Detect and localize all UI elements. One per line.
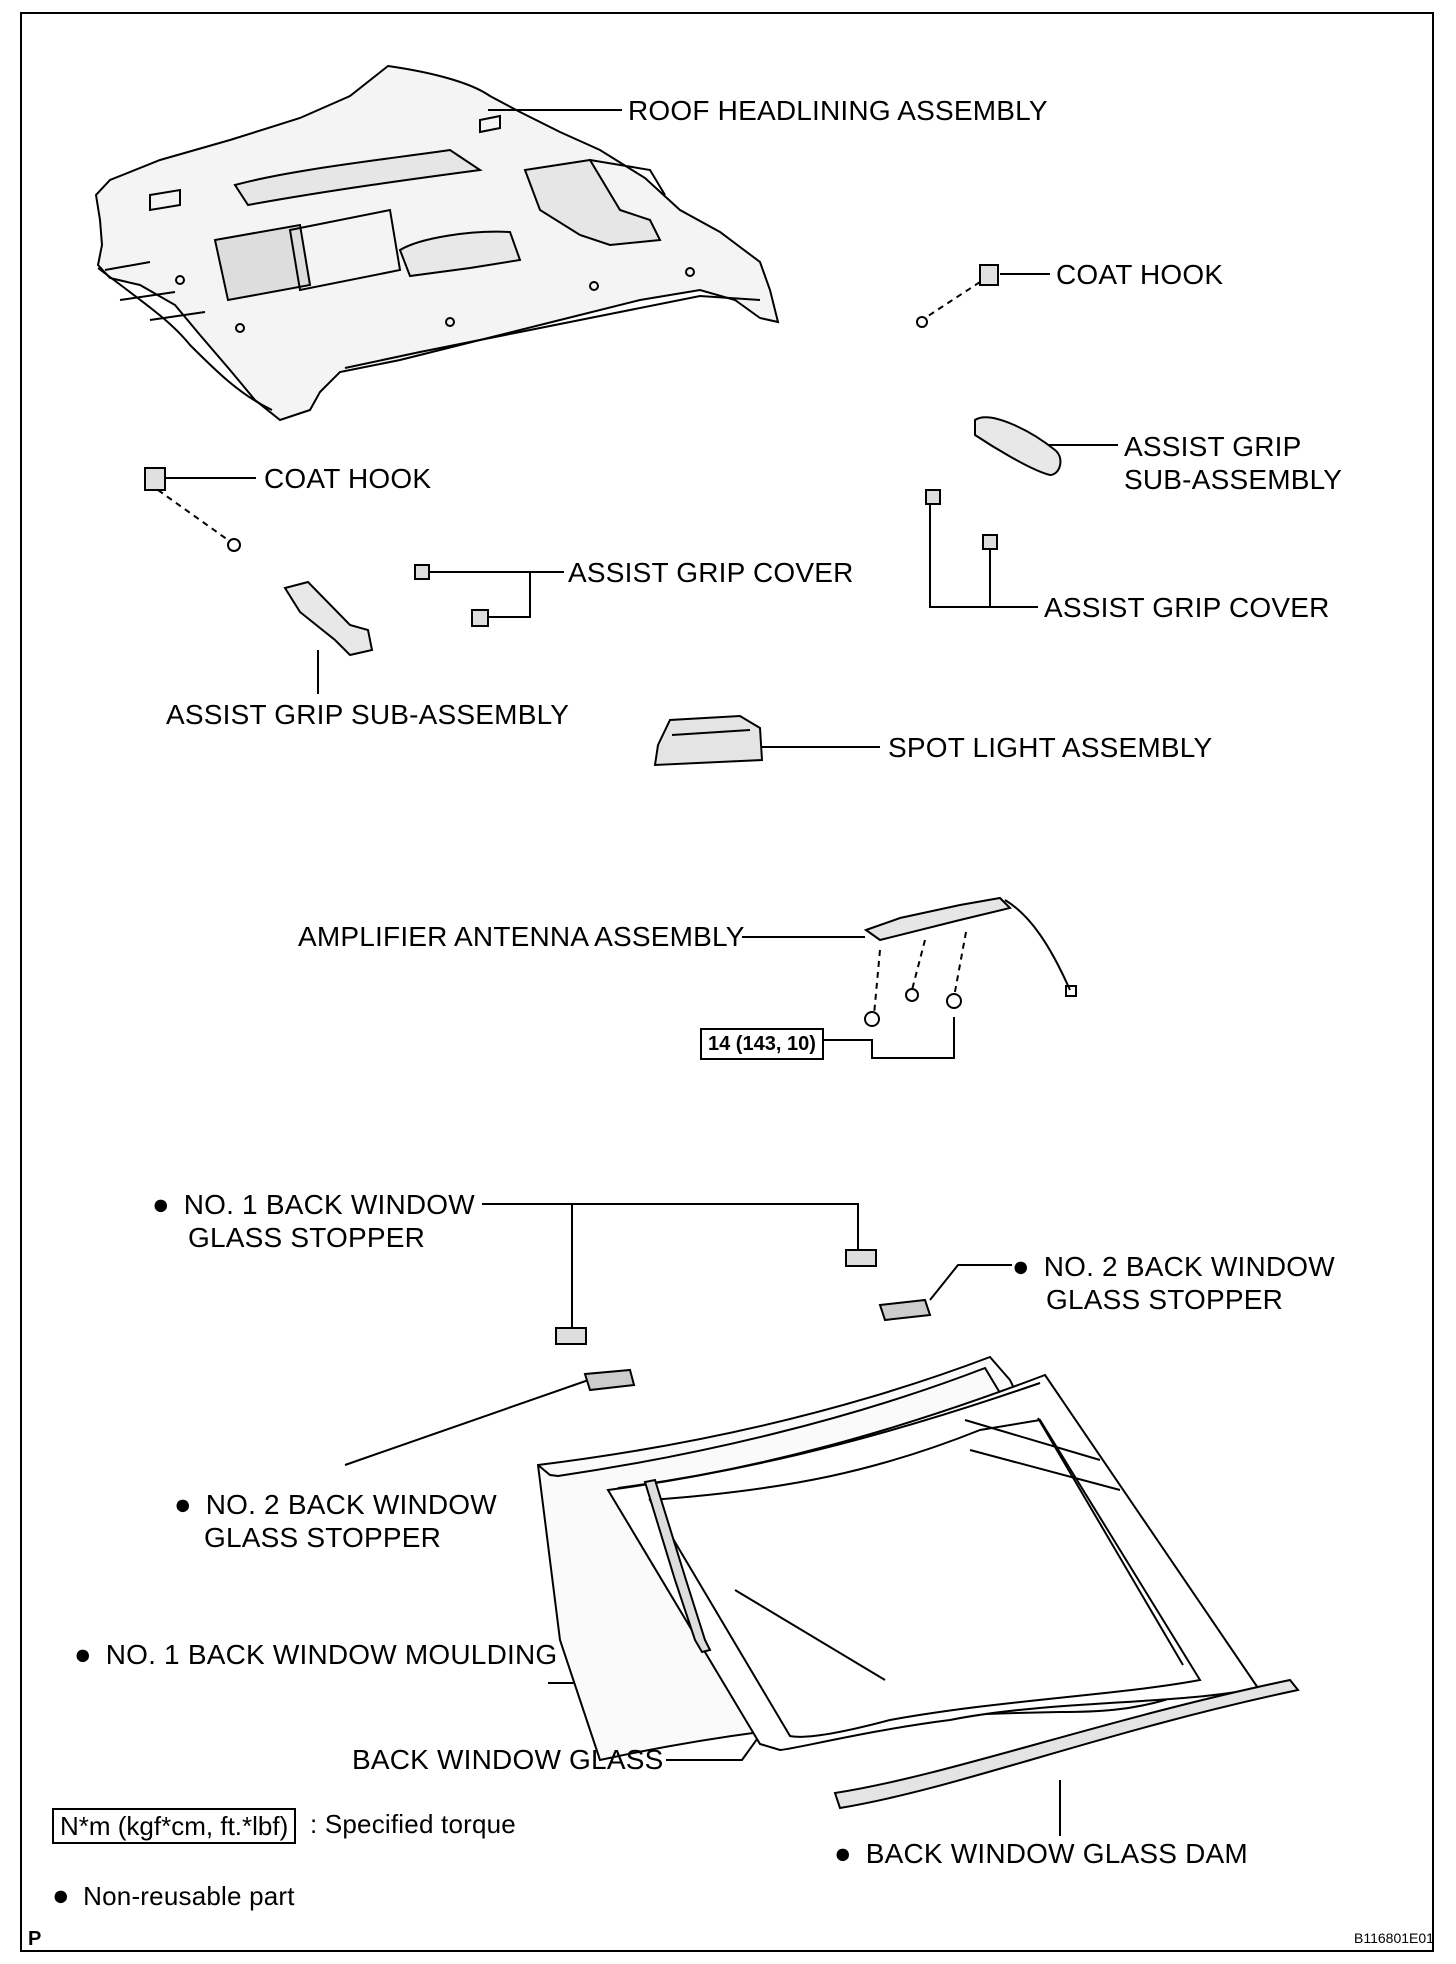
assist-grip-covers-drawing <box>414 489 998 627</box>
spot-light-drawing <box>653 714 764 767</box>
label-no2-stopper-right: NO. 2 BACK WINDOW <box>1012 1250 1335 1284</box>
label-assist-grip-cover-right: ASSIST GRIP COVER <box>1044 592 1330 623</box>
label-back-window-glass: BACK WINDOW GLASS <box>352 1744 664 1775</box>
label-coat-hook-left: COAT HOOK <box>264 463 432 494</box>
amplifier-antenna-drawing <box>863 896 1077 1027</box>
assist-grip-left-drawing <box>283 580 374 657</box>
label-no2-stopper-left-line1: NO. 2 BACK WINDOW <box>205 1489 497 1520</box>
label-assist-grip-sub-right-line2: SUB-ASSEMBLY <box>1124 464 1343 495</box>
diagram-frame <box>20 12 1434 1952</box>
label-no2-stopper-left-line2-wrap: GLASS STOPPER <box>204 1521 441 1554</box>
label-no1-stopper-line1: NO. 1 BACK WINDOW <box>183 1189 475 1220</box>
moulding-drawing <box>643 1478 712 1654</box>
label-assist-grip-sub-right-line1: ASSIST GRIP <box>1124 431 1302 462</box>
label-no2-stopper-right-line1: NO. 2 BACK WINDOW <box>1043 1251 1335 1282</box>
back-window-glass-drawing <box>536 1355 1260 1762</box>
label-amplifier-antenna: AMPLIFIER ANTENNA ASSEMBLY <box>298 921 745 952</box>
label-assist-grip-sub-right: ASSIST GRIP SUB-ASSEMBLY <box>1124 430 1342 496</box>
label-glass-dam-text: BACK WINDOW GLASS DAM <box>865 1838 1248 1869</box>
label-moulding-text: NO. 1 BACK WINDOW MOULDING <box>105 1639 558 1670</box>
label-no1-stopper: NO. 1 BACK WINDOW <box>152 1188 475 1222</box>
legend-torque-unit: N*m (kgf*cm, ft.*lbf) <box>52 1808 297 1844</box>
torque-value-box: 14 (143, 10) <box>700 1028 824 1060</box>
corner-letter: P <box>28 1928 42 1950</box>
label-no2-stopper-left: NO. 2 BACK WINDOW <box>174 1488 497 1522</box>
label-glass-dam: BACK WINDOW GLASS DAM <box>834 1837 1248 1871</box>
label-moulding: NO. 1 BACK WINDOW MOULDING <box>74 1638 557 1672</box>
legend-non-reusable: Non-reusable part <box>52 1880 295 1913</box>
label-no2-stopper-right-line2: GLASS STOPPER <box>1046 1284 1284 1315</box>
label-assist-grip-sub-left: ASSIST GRIP SUB-ASSEMBLY <box>166 699 570 730</box>
label-no2-stopper-right-line2-wrap: GLASS STOPPER <box>1046 1283 1283 1316</box>
coat-hook-right-drawing <box>916 264 999 328</box>
glass-stoppers-drawing <box>555 1249 932 1392</box>
coat-hook-left-drawing <box>144 467 241 552</box>
figure-code: B116801E01 <box>1354 1930 1434 1946</box>
legend-non-reusable-text: Non-reusable part <box>83 1881 295 1911</box>
roof-headlining-drawing <box>94 64 780 422</box>
label-roof-headlining: ROOF HEADLINING ASSEMBLY <box>628 95 1048 126</box>
label-no1-stopper-line2-wrap: GLASS STOPPER <box>188 1221 425 1254</box>
glass-dam-drawing <box>833 1678 1300 1810</box>
legend-torque-text: : Specified torque <box>310 1809 516 1839</box>
assist-grip-right-drawing <box>974 416 1062 477</box>
label-coat-hook-right: COAT HOOK <box>1056 259 1224 290</box>
label-spot-light: SPOT LIGHT ASSEMBLY <box>888 732 1213 763</box>
label-no1-stopper-line2: GLASS STOPPER <box>188 1222 426 1253</box>
label-assist-grip-cover-left: ASSIST GRIP COVER <box>568 557 854 588</box>
label-no2-stopper-left-line2: GLASS STOPPER <box>204 1522 442 1553</box>
